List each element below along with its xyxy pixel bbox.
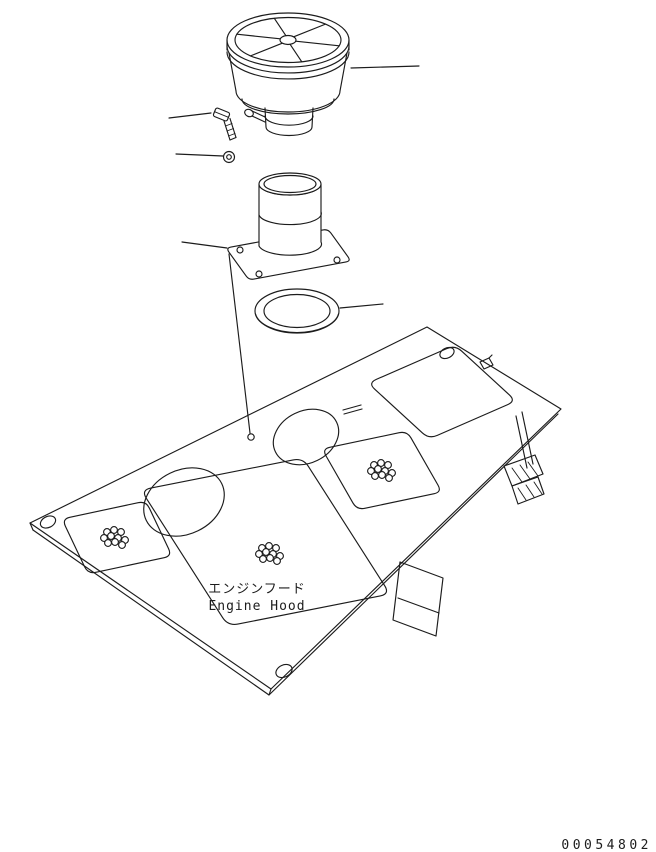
hood-hinge-bracket-lower — [511, 476, 545, 505]
callout-line-bolt — [168, 112, 212, 119]
engine-hood-panel — [29, 326, 562, 696]
hood-corner-hole-top — [439, 346, 455, 360]
hood-hinge-rod — [515, 411, 534, 469]
hood-corner-hole-left — [39, 515, 57, 529]
bolt-cluster-right — [367, 459, 396, 482]
hood-outline — [29, 326, 562, 690]
gasket-ring — [254, 288, 384, 334]
hood-panel-center — [143, 459, 388, 625]
hood-label-en: Engine Hood — [208, 599, 305, 614]
pre-cleaner-cap — [226, 12, 420, 137]
hood-hole-round-left — [143, 467, 225, 537]
cap-neck-clamp — [244, 107, 314, 137]
hood-panel-right — [324, 431, 440, 510]
hood-label-jp: エンジンフード — [208, 582, 306, 597]
callout-line-gasket — [339, 303, 384, 309]
hood-mount-dot — [247, 433, 255, 441]
drawing-number: 00054802 — [561, 838, 652, 852]
hood-hinge-bracket-upper — [503, 454, 544, 487]
bolt-cluster-left — [100, 526, 129, 549]
callout-mount-point — [228, 253, 255, 441]
hood-opening-large — [371, 346, 513, 438]
callout-line-washer — [175, 153, 224, 157]
hood-vent-mark — [342, 404, 363, 415]
cap-hub — [279, 34, 297, 46]
hood-duct-box — [392, 561, 444, 637]
washer — [175, 150, 236, 164]
hood-tab-top-right — [479, 354, 494, 370]
callout-line-plate — [181, 241, 228, 249]
mounting-bolt — [168, 107, 237, 141]
hood-panel-left — [63, 501, 171, 574]
cap-top-rim — [226, 12, 350, 68]
hood-hole-round-right — [272, 408, 340, 466]
hood-corner-hole-bottom — [275, 663, 293, 679]
callout-line-cap — [350, 65, 420, 69]
inlet-tube — [258, 172, 323, 256]
cap-spokes — [236, 17, 340, 63]
bolt-cluster-center — [255, 542, 284, 565]
